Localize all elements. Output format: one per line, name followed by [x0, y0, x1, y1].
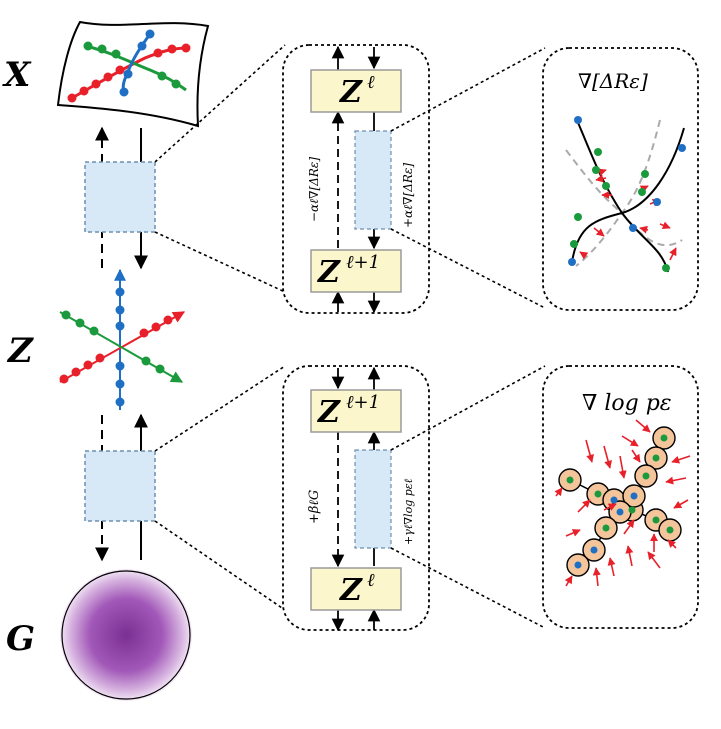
top-block-upper-node: Z ℓ [310, 69, 402, 113]
svg-text:ℓ: ℓ [367, 72, 375, 93]
svg-text:Z: Z [339, 573, 363, 608]
top-gradient-panel: ∇[ΔRε] [542, 47, 699, 311]
bottom-score-panel: ∇ log pε [542, 365, 699, 629]
bottom-panel-dots [566, 434, 674, 569]
svg-text:ℓ: ℓ [367, 570, 375, 591]
top-panel-title: ∇[ΔRε] [578, 69, 648, 93]
bottom-layer-block: Z ℓ+1 Z ℓ +βℓG +γℓ∇log pεℓ [282, 365, 430, 632]
svg-text:Z: Z [317, 255, 341, 290]
top-block-left-label: −αℓ∇[ΔRε] [307, 157, 321, 222]
svg-text:Z: Z [6, 331, 34, 371]
top-panel-points [568, 116, 686, 272]
x-manifold-points [67, 29, 191, 103]
zoom-connectors-right [390, 47, 546, 629]
bottom-panel-red-arrows [554, 419, 691, 587]
svg-text:X: X [2, 55, 32, 95]
x-manifold [56, 20, 210, 128]
bottom-panel-title: ∇ log pε [582, 391, 672, 416]
bottom-block-lower-node: Z ℓ [310, 567, 402, 611]
bottom-block-upper-node: Z ℓ+1 [310, 389, 402, 433]
bottom-block-right-label: +γℓ∇log pεℓ [402, 478, 415, 545]
top-block-lower-node: Z ℓ+1 [310, 249, 402, 293]
svg-text:Z: Z [339, 75, 363, 110]
lower-layer-pane [84, 450, 156, 522]
svg-text:G: G [6, 619, 35, 659]
g-sphere [60, 569, 192, 701]
svg-text:ℓ+1: ℓ+1 [346, 392, 380, 413]
z-axes [59, 268, 186, 410]
label-x: X [2, 55, 32, 95]
label-g: G [6, 619, 35, 659]
bottom-block-left-label: +βℓG [307, 490, 322, 524]
label-z: Z [6, 331, 34, 371]
z-axes-points [59, 287, 173, 407]
upper-layer-pane [84, 161, 156, 233]
zoom-connectors-left [154, 44, 286, 611]
top-block-right-label: +αℓ∇[ΔRε] [401, 163, 415, 228]
svg-text:ℓ+1: ℓ+1 [346, 252, 380, 273]
bottom-block-pane [354, 449, 392, 549]
top-layer-block: Z ℓ Z ℓ+1 −αℓ∇[ΔRε] +αℓ∇[ΔRε] [282, 44, 430, 314]
svg-text:Z: Z [317, 395, 341, 430]
top-block-pane [354, 130, 392, 230]
